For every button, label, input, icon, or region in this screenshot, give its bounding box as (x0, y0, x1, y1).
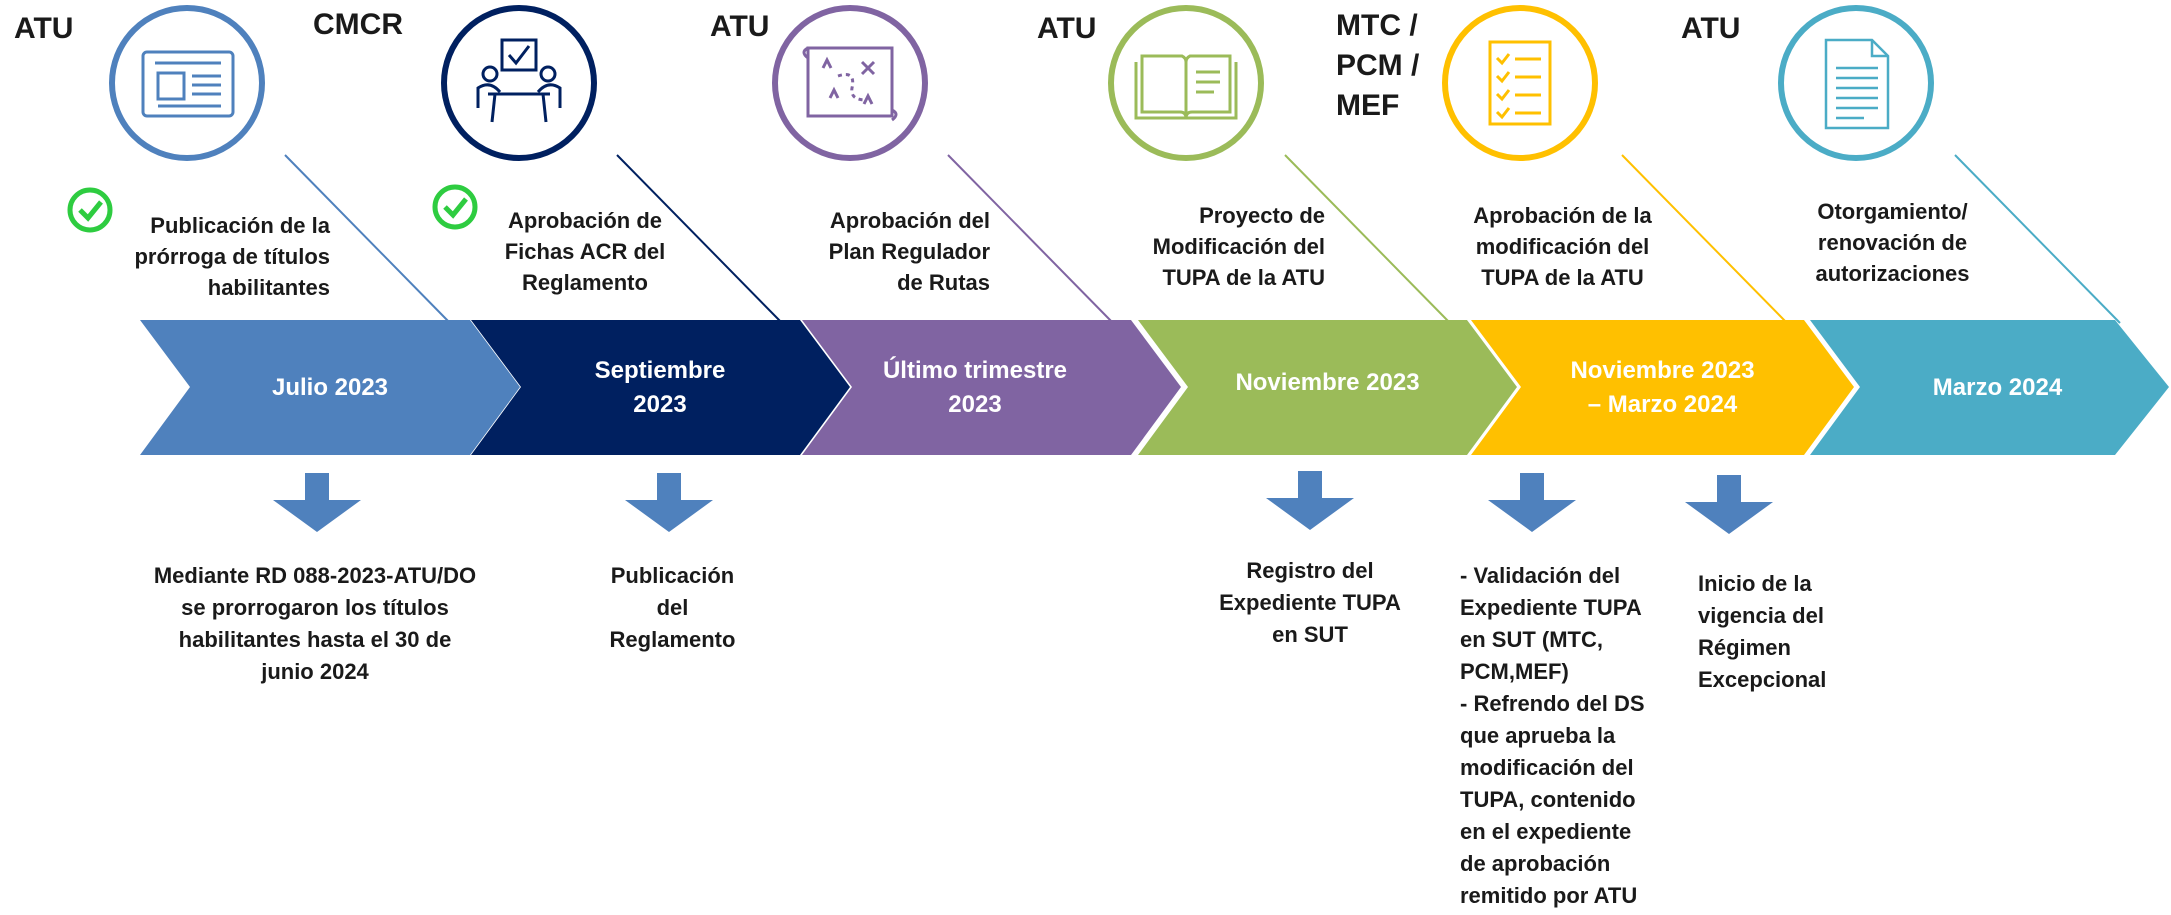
timeline-arrow-1 (140, 320, 520, 455)
down-arrow-4 (1488, 473, 1576, 532)
stage-note-6: Inicio de la vigencia del Régimen Excepc… (1698, 571, 1827, 692)
timeline-arrow-2 (471, 320, 850, 455)
down-arrow-3 (1266, 471, 1354, 530)
connector-line-5 (1621, 154, 1788, 324)
connector-line-4 (1284, 154, 1451, 324)
date-label-5: Noviembre 2023 – Marzo 2024 (1570, 356, 1755, 418)
completed-check-icon-1 (67, 187, 113, 233)
date-label-3: Último trimestre 2023 (882, 356, 1068, 418)
stage-title-2: Aprobación de Fichas ACR del Reglamento (504, 208, 666, 295)
entity-label-2: CMCR (313, 8, 403, 41)
down-arrow-5 (1685, 475, 1773, 534)
connector-line-6 (1954, 154, 2121, 324)
stage-title-5: Aprobación de la modificación del TUPA d… (1473, 203, 1652, 290)
stage-note-2: Publicación del Reglamento (609, 563, 736, 652)
checklist-icon (1488, 40, 1552, 126)
date-label-2: Septiembre 2023 (594, 356, 726, 418)
stage-note-1: Mediante RD 088-2023-ATU/DO se prorrogar… (153, 563, 477, 684)
date-label-6: Marzo 2024 (1932, 373, 2063, 401)
stage-note-5: - Validación del Expediente TUPA en SUT … (1460, 563, 1645, 908)
timeline-arrow-6 (1810, 320, 2169, 455)
connector-line-3 (947, 154, 1114, 324)
completed-check-icon-2 (432, 184, 478, 230)
entity-label-4: ATU (1037, 12, 1097, 45)
date-label-4: Noviembre 2023 (1235, 368, 1420, 396)
entity-label-5: MTC / PCM / MEF (1336, 9, 1420, 122)
timeline-arrow-5 (1471, 320, 1854, 455)
newspaper-icon (141, 50, 235, 118)
stage-title-4: Proyecto de Modificación del TUPA de la … (1152, 203, 1325, 290)
icon-circle-5 (1442, 5, 1598, 161)
stage-title-1: Publicación de la prórroga de títulos ha… (134, 213, 330, 300)
stage-title-3: Aprobación del Plan Regulador de Rutas (828, 208, 990, 295)
route-map-icon (802, 46, 898, 122)
open-book-icon (1134, 54, 1238, 120)
connector-line-2 (616, 154, 783, 324)
timeline-arrow-3 (802, 320, 1181, 455)
icon-circle-3 (772, 5, 928, 161)
icon-circle-2 (441, 5, 597, 161)
document-icon (1824, 38, 1890, 130)
date-label-1: Julio 2023 (271, 373, 389, 401)
down-arrow-1 (273, 473, 361, 532)
stage-note-4: Registro del Expediente TUPA en SUT (1219, 558, 1401, 647)
entity-label-6: ATU (1681, 12, 1741, 45)
entity-label-1: ATU (14, 12, 74, 45)
connector-line-1 (284, 154, 451, 324)
timeline-arrow-4 (1138, 320, 1517, 455)
down-arrow-2 (625, 473, 713, 532)
meeting-approval-icon (476, 38, 562, 123)
entity-label-3: ATU (710, 10, 770, 43)
icon-circle-1 (109, 5, 265, 161)
icon-circle-6 (1778, 5, 1934, 161)
stage-title-6: Otorgamiento/ renovación de autorizacion… (1815, 199, 1970, 286)
